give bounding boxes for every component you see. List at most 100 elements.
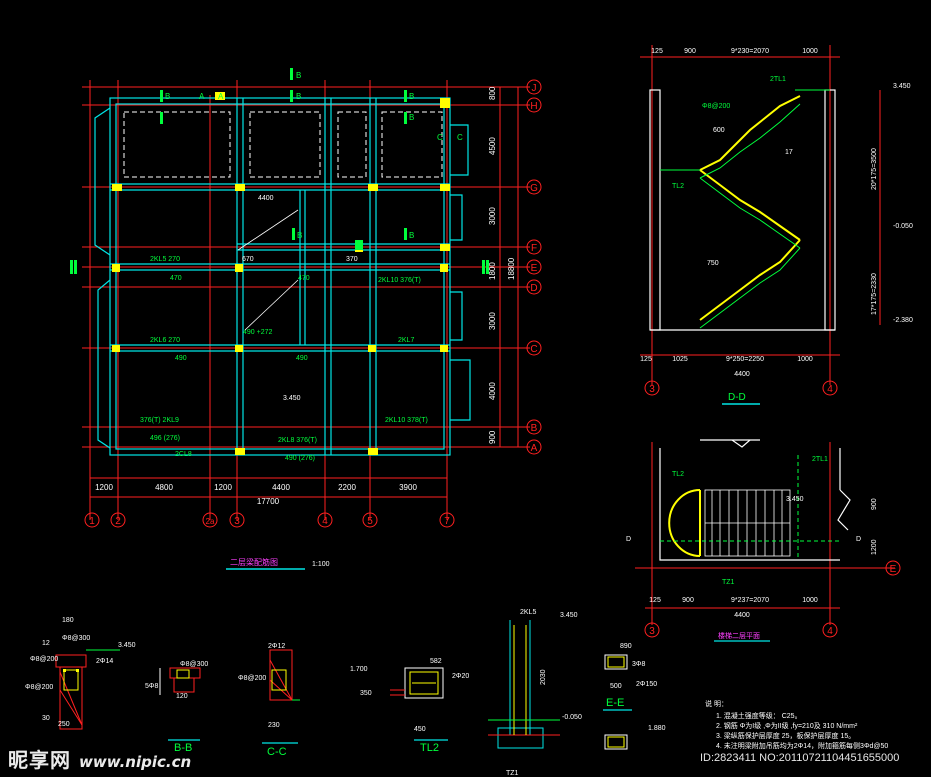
plan-dimensions: 1200 4800 1200 4400 2200 3900 17700 [95, 483, 417, 506]
detail-bb [159, 667, 201, 695]
dim-text: 800 [488, 86, 497, 100]
section-letter: B [409, 113, 414, 122]
stair-plan-labels: TL2 2TL1 TZ1 D D 900 1200 [626, 456, 878, 586]
axis-label: 4 [322, 516, 328, 527]
detail-label: 2Φ14 [96, 658, 113, 665]
axis-label: B [531, 423, 538, 434]
section-letters: B B B B B C C B B A A [165, 71, 463, 240]
plan-columns [112, 92, 450, 455]
beam-labels: 2KL5 270 470 470 2KL10 376(T) 2KL6 270 4… [140, 195, 428, 462]
axis-label: E [890, 564, 897, 575]
axis-label: E [531, 263, 538, 274]
beam-label: 470 [170, 275, 182, 282]
dim-text: 3900 [399, 483, 417, 492]
axis-label: 2 [115, 516, 121, 527]
axis-label: C [530, 344, 537, 355]
detail-label: 230 [268, 722, 280, 729]
stair-label: 2TL1 [770, 76, 786, 83]
stair-plan-axes: 3 4 E [649, 564, 896, 637]
detail-label: Φ8@300 [62, 635, 90, 642]
beam-label: 470 [298, 275, 310, 282]
axis-label: 3 [234, 516, 240, 527]
note-line: 1. 混凝土强度等级： C25。 [716, 711, 802, 720]
dim-text: 1200 [95, 483, 113, 492]
stair-label: 600 [713, 127, 725, 134]
stair-section-axes: 3 4 [649, 384, 833, 395]
axis-label: G [530, 183, 538, 194]
detail-tz1 [488, 620, 560, 749]
plan-walls [94, 97, 471, 456]
detail-label: 5Φ8 [145, 683, 158, 690]
stair-plan-level: 3.450 [786, 496, 804, 503]
plan-grid-lines [82, 80, 530, 520]
stair-label: TL2 [672, 471, 684, 478]
dim-total: 18800 [507, 257, 516, 280]
dim-text: 125 [640, 356, 652, 363]
watermark-url: www.nipic.cn [79, 753, 192, 771]
detail-label: 1.880 [648, 725, 666, 732]
stair-landing-curve [668, 489, 701, 557]
note-line: 2. 钢筋 Φ为I级 ,Φ为II级 ,fy=210及 310 N/mm² [716, 721, 858, 730]
dim-text: 900 [871, 498, 878, 510]
axis-label: 3 [649, 384, 655, 395]
dim-text: 9*230=2070 [731, 48, 769, 55]
detail-label: 450 [414, 726, 426, 733]
axis-label: J [532, 83, 537, 94]
note-line: 3. 梁纵筋保护层厚度 25，板保护层厚度 15。 [716, 731, 855, 740]
detail-label: 3.450 [118, 642, 136, 649]
dim-total: 4400 [734, 612, 750, 619]
section-letter: D [626, 536, 631, 543]
stair-flights [699, 95, 801, 321]
section-markers [70, 68, 489, 274]
dim-text: 1000 [802, 597, 818, 604]
dim-text: 1000 [797, 356, 813, 363]
section-letter: D [856, 536, 861, 543]
plan-title: 二层梁配筋图 [230, 557, 278, 567]
notes-heading: 说 明： [705, 699, 728, 708]
dim-text: 900 [488, 430, 497, 444]
detail-label: -0.050 [562, 714, 582, 721]
axis-letters: J H G F E D C B A 1 2 2a 3 4 5 7 [89, 83, 538, 527]
stair-label: TZ1 [722, 579, 735, 586]
plan-level: 3.450 [283, 395, 301, 402]
stair-section-title: D-D [728, 392, 746, 403]
stair-section-grid [640, 45, 881, 385]
detail-label: 1.700 [350, 666, 368, 673]
stair-label: Φ8@200 [702, 103, 730, 110]
section-letter: B [165, 92, 170, 101]
dim-text: 1025 [672, 356, 688, 363]
dim-text: 4500 [488, 137, 497, 155]
stair-label: 17 [785, 149, 793, 156]
section-letter: B [296, 92, 301, 101]
elevation: -2.380 [893, 317, 913, 324]
section-letter: B [409, 231, 414, 240]
axis-bubbles-bottom [84, 512, 455, 528]
detail-label: 180 [62, 617, 74, 624]
dim-text: 20*175=3500 [871, 148, 878, 190]
dim-text: 1200 [214, 483, 232, 492]
detail-cc [269, 649, 300, 701]
stair-plan-title: 楼梯二层平面 [718, 631, 760, 640]
plan-scale: 1:100 [312, 561, 330, 568]
beam-label: 2KL10 378(T) [385, 417, 428, 424]
beam-label: 2KL7 [398, 337, 414, 344]
beam-label: 490 +272 [243, 329, 272, 336]
dim-text: 900 [684, 48, 696, 55]
detail-title-underlines [168, 709, 632, 744]
beam-label: 2KL10 376(T) [378, 277, 421, 284]
dim-text: 3000 [488, 312, 497, 330]
axis-bubbles-right [526, 79, 542, 455]
dim-text: 4000 [488, 382, 497, 400]
section-letter: C [457, 133, 463, 142]
note-line: 4. 未注明梁附加吊筋均为2Φ14，附加箍筋每侧3Φd@50 [716, 741, 888, 750]
plan-hidden-lines [123, 111, 443, 178]
beam-label: 376(T) 2KL9 [140, 417, 179, 424]
detail-tl2 [390, 667, 444, 699]
detail-label: 12 [42, 640, 50, 647]
detail-labels: 180 12 Φ8@300 3.450 Φ8@200 Φ8@200 250 30… [25, 609, 666, 777]
detail-label: 582 [430, 658, 442, 665]
beam-label: 670 [242, 256, 254, 263]
beam-label: 490 (276) [285, 455, 315, 462]
axis-label: 4 [827, 626, 833, 637]
